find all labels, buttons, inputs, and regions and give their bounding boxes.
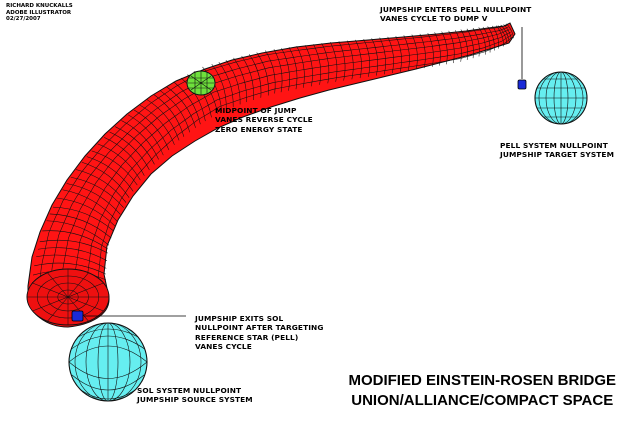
einstein-rosen-bridge-tube: [26, 22, 516, 328]
diagram-title: MODIFIED EINSTEIN-ROSEN BRIDGE UNION/ALL…: [348, 371, 616, 411]
label-pell-nullpoint: PELL SYSTEM NULLPOINT JUMPSHIP TARGET SY…: [500, 141, 614, 160]
tube-mouth-mesh: [27, 269, 109, 325]
credit-date: 02/27/2007: [6, 16, 41, 23]
label-exit-line-2: NULLPOINT AFTER TARGETING: [195, 323, 324, 333]
label-midpoint-line-3: ZERO ENERGY STATE: [215, 124, 303, 134]
label-sol-line-1: SOL SYSTEM NULLPOINT: [137, 386, 242, 395]
label-midpoint: MIDPOINT OF JUMP VANES REVERSE CYCLE ZER…: [215, 106, 313, 134]
credit-name: RICHARD KNUCKALLS: [6, 3, 73, 9]
label-sol-line-2: JUMPSHIP SOURCE SYSTEM: [137, 395, 253, 405]
label-enter-line-1: JUMPSHIP ENTERS PELL NULLPOINT: [380, 5, 532, 14]
credit-tool: ADOBE ILLUSTRATOR: [6, 9, 72, 16]
label-exit-line-3: REFERENCE STAR (PELL): [195, 332, 299, 342]
author-credit: RICHARD KNUCKALLS ADOBE ILLUSTRATOR 02/2…: [6, 3, 73, 23]
label-midpoint-line-2: VANES REVERSE CYCLE: [215, 115, 313, 125]
pell-nullpoint-sphere: [534, 71, 588, 125]
title-line-1: MODIFIED EINSTEIN-ROSEN BRIDGE: [348, 372, 616, 389]
jumpship-sol-exit: [71, 310, 84, 322]
label-exit-line-1: JUMPSHIP EXITS SOL: [195, 314, 284, 323]
label-enter-pell: JUMPSHIP ENTERS PELL NULLPOINT VANES CYC…: [380, 5, 531, 24]
label-midpoint-line-1: MIDPOINT OF JUMP: [215, 106, 297, 115]
label-enter-line-2: VANES CYCLE TO DUMP V: [380, 14, 488, 24]
jumpship-pell-entry: [517, 79, 527, 90]
label-pell-line-2: JUMPSHIP TARGET SYSTEM: [500, 150, 615, 160]
label-exit-sol: JUMPSHIP EXITS SOL NULLPOINT AFTER TARGE…: [195, 314, 324, 352]
midpoint-ring: [186, 70, 216, 96]
label-pell-line-1: PELL SYSTEM NULLPOINT: [500, 141, 608, 150]
label-exit-line-4: VANES CYCLE: [195, 342, 252, 352]
tube-mesh-grid: [31, 23, 514, 303]
sol-nullpoint-sphere: [68, 322, 148, 402]
label-sol-nullpoint: SOL SYSTEM NULLPOINT JUMPSHIP SOURCE SYS…: [137, 386, 253, 405]
title-line-2: UNION/ALLIANCE/COMPACT SPACE: [351, 392, 614, 409]
